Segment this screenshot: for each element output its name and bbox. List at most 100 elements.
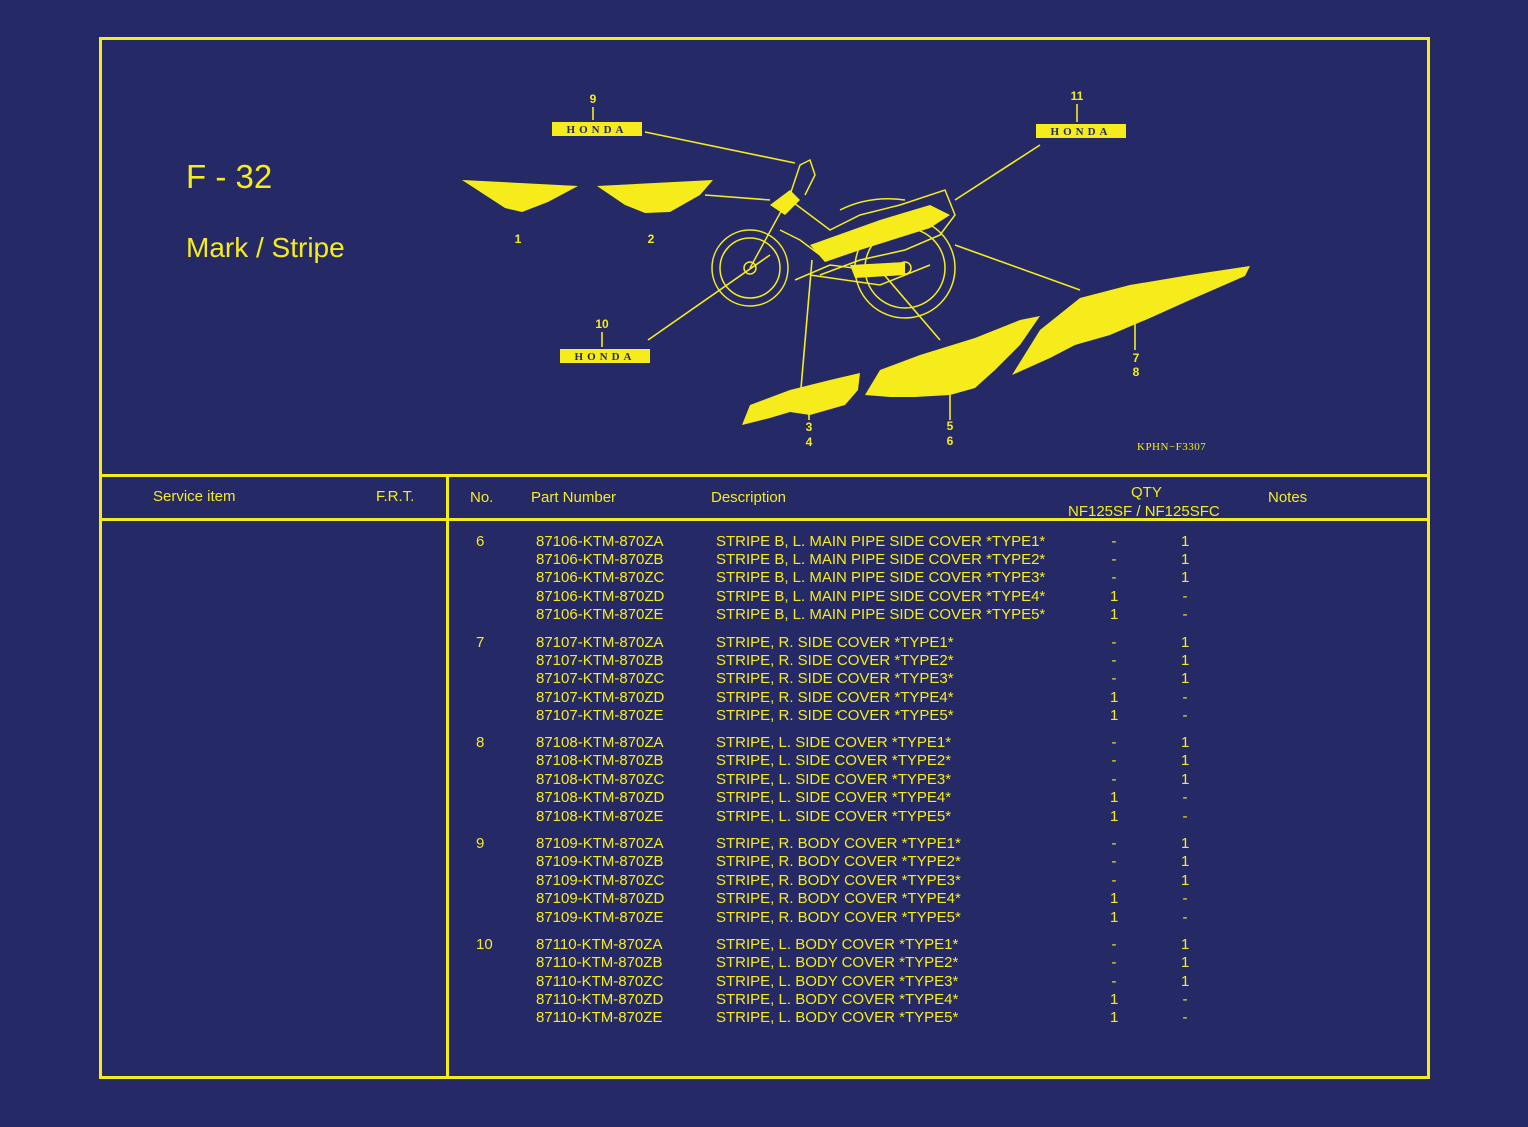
qty-nf125sfc: 1 [1181,872,1190,889]
qty-nf125sf: - [1111,634,1117,651]
qty-nf125sf: - [1111,569,1117,586]
callout-2: 2 [648,232,655,246]
callout-8: 8 [1133,365,1140,379]
description: STRIPE, L. SIDE COVER *TYPE1* [716,734,952,751]
description: STRIPE, R. BODY COVER *TYPE3* [716,872,961,889]
part-number: 87109-KTM-870ZD [536,890,665,907]
drawing-reference-code: KPHN−F3307 [1137,441,1207,453]
description: STRIPE, L. SIDE COVER *TYPE2* [716,752,952,769]
header-service-item: Service item [153,488,236,505]
qty-nf125sf: 1 [1110,606,1119,623]
qty-nf125sfc: 1 [1181,771,1190,788]
callout-10: 10 [595,317,609,331]
description: STRIPE, R. BODY COVER *TYPE5* [716,909,961,926]
leader-lines [592,104,1136,420]
part-number: 87110-KTM-870ZD [536,991,664,1008]
description: STRIPE, R. SIDE COVER *TYPE4* [716,689,954,706]
qty-nf125sfc: 1 [1181,752,1190,769]
part-number: 87108-KTM-870ZA [536,734,664,751]
qty-nf125sf: - [1111,533,1117,550]
part-number: 87108-KTM-870ZC [536,771,665,788]
header-part-number: Part Number [531,489,617,506]
honda-emblem-text: HONDA [567,124,628,136]
qty-nf125sfc: 1 [1181,670,1190,687]
description: STRIPE, L. SIDE COVER *TYPE3* [716,771,952,788]
qty-nf125sf: - [1111,771,1117,788]
qty-nf125sf: - [1111,734,1117,751]
qty-nf125sfc: - [1182,588,1188,605]
callout-4: 4 [806,435,813,449]
qty-nf125sfc: - [1182,991,1188,1008]
qty-nf125sfc: - [1182,606,1188,623]
part-number: 87109-KTM-870ZA [536,835,664,852]
decal-5-6 [865,316,1040,397]
description: STRIPE, R. SIDE COVER *TYPE1* [716,634,954,651]
description: STRIPE, R. BODY COVER *TYPE4* [716,890,961,907]
exploded-diagram: HONDA HONDA HONDA 9 11 1 2 10 7 8 3 4 5 … [462,89,1250,449]
qty-nf125sfc: 1 [1181,853,1190,870]
description: STRIPE, R. BODY COVER *TYPE1* [716,835,961,852]
part-number: 87106-KTM-870ZE [536,606,664,623]
part-number: 87108-KTM-870ZE [536,808,664,825]
qty-nf125sf: - [1111,853,1117,870]
service-column-divider [446,474,449,1079]
header-qty-models: NF125SF / NF125SFC [1068,503,1220,520]
qty-nf125sfc: 1 [1181,954,1190,971]
description: STRIPE B, L. MAIN PIPE SIDE COVER *TYPE5… [716,606,1046,623]
emblem-texts: HONDA HONDA HONDA [567,124,1112,363]
part-number: 87107-KTM-870ZC [536,670,665,687]
qty-nf125sfc: - [1182,890,1188,907]
qty-nf125sf: - [1111,973,1117,990]
part-number: 87107-KTM-870ZB [536,652,664,669]
callout-6: 6 [947,434,954,448]
part-number: 87109-KTM-870ZB [536,853,664,870]
header-no: No. [470,489,494,506]
qty-nf125sfc: 1 [1181,634,1190,651]
qty-nf125sf: 1 [1110,991,1119,1008]
decal-2 [597,180,713,213]
description: STRIPE, L. SIDE COVER *TYPE4* [716,789,952,806]
part-number: 87108-KTM-870ZB [536,752,664,769]
header-frt: F.R.T. [376,488,415,505]
qty-nf125sf: 1 [1110,707,1119,724]
qty-nf125sfc: - [1182,707,1188,724]
ref-no: 10 [476,936,493,953]
callout-labels: 9 11 1 2 10 7 8 3 4 5 6 [515,89,1140,449]
qty-nf125sf: - [1111,835,1117,852]
description: STRIPE, L. BODY COVER *TYPE5* [716,1009,959,1026]
qty-nf125sf: - [1111,752,1117,769]
description: STRIPE, L. BODY COVER *TYPE3* [716,973,959,990]
ref-no: 7 [476,634,485,651]
qty-nf125sfc: 1 [1181,652,1190,669]
qty-nf125sf: 1 [1110,890,1119,907]
qty-nf125sfc: - [1182,808,1188,825]
qty-nf125sf: 1 [1110,808,1119,825]
qty-nf125sfc: - [1182,909,1188,926]
description: STRIPE B, L. MAIN PIPE SIDE COVER *TYPE4… [716,588,1046,605]
qty-nf125sfc: 1 [1181,835,1190,852]
description: STRIPE B, L. MAIN PIPE SIDE COVER *TYPE1… [716,533,1046,550]
qty-nf125sf: 1 [1110,1009,1119,1026]
decal-7-8 [1012,266,1250,375]
qty-nf125sfc: 1 [1181,551,1190,568]
description: STRIPE B, L. MAIN PIPE SIDE COVER *TYPE2… [716,551,1046,568]
ref-no: 6 [476,533,485,550]
honda-emblem-text: HONDA [1051,126,1112,138]
callout-3: 3 [806,420,813,434]
part-number: 87107-KTM-870ZD [536,689,665,706]
qty-nf125sf: 1 [1110,789,1119,806]
part-number: 87108-KTM-870ZD [536,789,665,806]
part-number: 87109-KTM-870ZE [536,909,664,926]
qty-nf125sfc: 1 [1181,734,1190,751]
qty-nf125sf: - [1111,551,1117,568]
diagram-table-divider [99,474,1430,477]
motorcycle-decals [770,190,950,278]
part-number: 87109-KTM-870ZC [536,872,665,889]
ref-no: 8 [476,734,485,751]
qty-nf125sf: 1 [1110,909,1119,926]
honda-emblems [552,122,1126,363]
qty-nf125sf: - [1111,936,1117,953]
description: STRIPE, L. SIDE COVER *TYPE5* [716,808,952,825]
description: STRIPE, R. SIDE COVER *TYPE2* [716,652,954,669]
callout-1: 1 [515,232,522,246]
